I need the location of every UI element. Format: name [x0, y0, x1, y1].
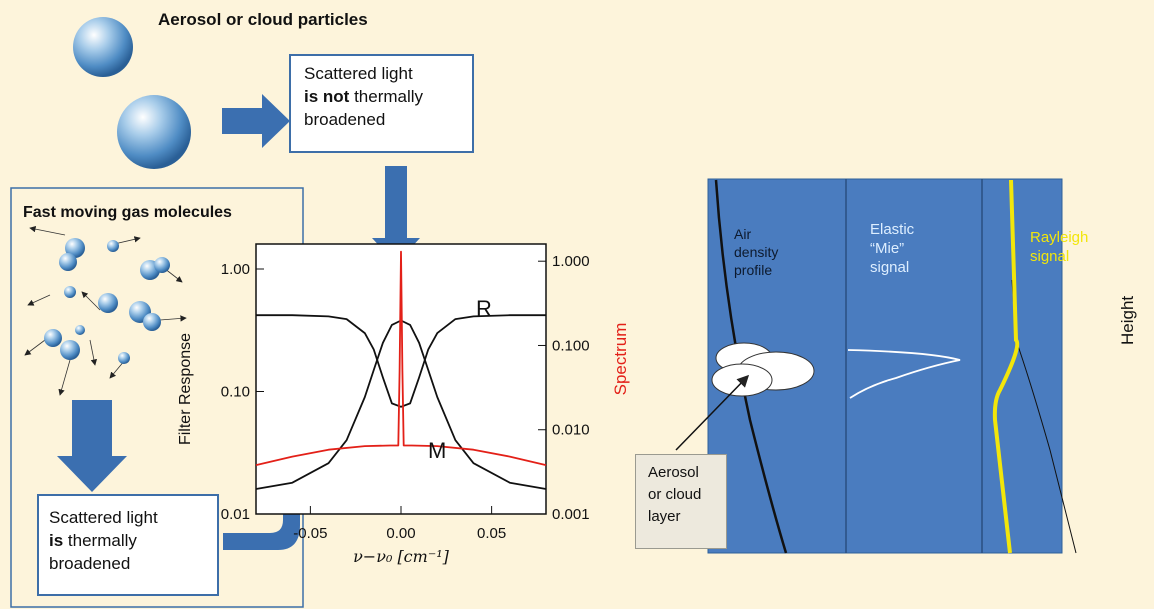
x-axis-label: ν−ν₀ [cm⁻¹] — [353, 547, 450, 566]
annotation-m: M — [428, 438, 446, 463]
callout-box: Aerosol or cloud layer — [635, 454, 727, 549]
cloud-icon — [711, 342, 815, 397]
y-right-axis-label: Spectrum — [611, 323, 630, 396]
panel-text: profile — [734, 262, 773, 278]
rayleigh-signal-curve — [992, 179, 1020, 554]
y-right-tick-label: 0.001 — [552, 506, 590, 523]
panel-text: Elastic — [870, 221, 915, 238]
panel-text: “Mie” — [870, 240, 905, 257]
mie-signal-label: Elastic “Mie” signal — [870, 220, 914, 277]
particle-sphere — [117, 95, 191, 169]
y-left-tick-label: 1.00 — [221, 261, 250, 278]
panel-text: Air — [734, 226, 752, 242]
arrow-down-icon — [57, 400, 127, 492]
series-line-spectrum — [255, 250, 547, 466]
particle-sphere — [73, 17, 133, 77]
callout-text: or cloud — [648, 486, 702, 503]
air-density-label: Air density profile — [734, 225, 778, 279]
panel-text: Rayleigh — [1030, 229, 1089, 246]
x-tick-label: 0.05 — [477, 525, 506, 542]
particles-label: Aerosol or cloud particles — [158, 10, 368, 29]
rayleigh-signal-label: Rayleigh signal — [1030, 228, 1088, 266]
air-density-curve — [714, 179, 788, 554]
y-right-tick-label: 0.010 — [552, 422, 590, 439]
x-tick-label: -0.05 — [293, 525, 327, 542]
callout-text: Aerosol — [648, 464, 699, 481]
callout-text: layer — [648, 508, 681, 525]
chart-layer: -0.05 0.00 0.05 0.01 0.10 1.00 0.001 0.010 0.100… — [177, 250, 630, 566]
arrow-right-icon — [222, 94, 290, 148]
box-line: Scattered light — [304, 64, 413, 83]
y-left-axis-label: Filter Response — [177, 333, 194, 445]
panel-text: density — [734, 244, 779, 260]
series-line-r — [256, 314, 546, 408]
mie-signal-curve — [847, 349, 961, 399]
molecules-label: Fast moving gas molecules — [23, 204, 232, 221]
box-emphasis: is not — [304, 87, 350, 106]
box-line: thermally — [349, 87, 424, 106]
broadened-box: Scattered light is thermally broadened — [37, 494, 219, 596]
box-line: Scattered light — [49, 508, 158, 527]
y-right-tick-label: 0.100 — [552, 337, 590, 354]
box-line: broadened — [304, 110, 386, 129]
not-broadened-box: Scattered light is not thermally broaden… — [289, 54, 474, 153]
molecule-spheres — [44, 238, 170, 364]
box-line: broadened — [49, 554, 131, 573]
box-emphasis: is — [49, 531, 64, 550]
box-line: thermally — [63, 531, 137, 550]
panel-text: signal — [1030, 248, 1070, 265]
x-tick-label: 0.00 — [386, 525, 415, 542]
callout-pointer — [675, 374, 750, 451]
y-left-tick-label: 0.01 — [221, 506, 250, 523]
panel-text: signal — [870, 259, 910, 276]
arrow-down-icon — [372, 166, 420, 264]
annotation-r: R — [476, 296, 492, 321]
y-right-tick-label: 1.000 — [552, 253, 590, 270]
y-left-tick-label: 0.10 — [221, 384, 250, 401]
height-axis-label: Height — [1118, 295, 1137, 345]
